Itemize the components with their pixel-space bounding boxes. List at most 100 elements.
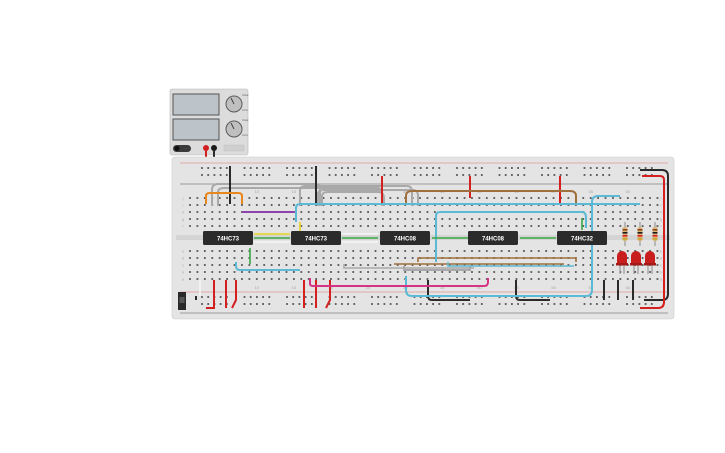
terminal-hole[interactable] <box>285 264 288 266</box>
terminal-hole[interactable] <box>255 204 258 206</box>
terminal-hole[interactable] <box>359 257 362 259</box>
top-rail-hole[interactable] <box>565 174 568 176</box>
bottom-rail-hole[interactable] <box>304 303 307 305</box>
terminal-hole[interactable] <box>545 250 548 252</box>
terminal-hole[interactable] <box>634 197 637 199</box>
terminal-hole[interactable] <box>352 225 355 227</box>
terminal-hole[interactable] <box>515 264 518 266</box>
top-rail-hole[interactable] <box>334 167 337 169</box>
bottom-rail-hole[interactable] <box>395 296 398 298</box>
terminal-hole[interactable] <box>419 278 421 280</box>
terminal-hole[interactable] <box>500 225 503 227</box>
top-rail-hole[interactable] <box>310 174 313 176</box>
terminal-hole[interactable] <box>641 278 644 280</box>
top-rail-hole[interactable] <box>341 174 343 176</box>
terminal-hole[interactable] <box>189 197 191 199</box>
terminal-hole[interactable] <box>589 197 592 199</box>
terminal-hole[interactable] <box>396 218 399 220</box>
terminal-hole[interactable] <box>337 218 340 220</box>
terminal-hole[interactable] <box>189 250 191 252</box>
terminal-hole[interactable] <box>337 211 340 213</box>
terminal-hole[interactable] <box>589 211 592 213</box>
terminal-hole[interactable] <box>448 197 451 199</box>
bottom-rail-hole[interactable] <box>243 303 246 305</box>
terminal-hole[interactable] <box>574 264 577 266</box>
terminal-hole[interactable] <box>285 271 288 273</box>
terminal-hole[interactable] <box>500 250 503 252</box>
terminal-hole[interactable] <box>367 218 369 220</box>
terminal-hole[interactable] <box>500 197 503 199</box>
red-wire[interactable] <box>640 175 665 309</box>
terminal-hole[interactable] <box>263 197 266 199</box>
top-rail-hole[interactable] <box>638 167 641 169</box>
terminal-hole[interactable] <box>626 218 629 220</box>
terminal-hole[interactable] <box>270 225 273 227</box>
bottom-rail-hole[interactable] <box>256 303 258 305</box>
terminal-hole[interactable] <box>203 218 206 220</box>
terminal-hole[interactable] <box>374 250 377 252</box>
terminal-hole[interactable] <box>448 271 451 273</box>
terminal-hole[interactable] <box>278 257 280 259</box>
terminal-hole[interactable] <box>300 271 303 273</box>
terminal-hole[interactable] <box>315 264 318 266</box>
top-rail-hole[interactable] <box>213 174 216 176</box>
terminal-hole[interactable] <box>285 204 288 206</box>
terminal-hole[interactable] <box>337 197 340 199</box>
terminal-hole[interactable] <box>471 271 473 273</box>
terminal-hole[interactable] <box>359 225 362 227</box>
terminal-hole[interactable] <box>359 211 362 213</box>
bottom-rail-hole[interactable] <box>207 303 210 305</box>
terminal-hole[interactable] <box>337 264 340 266</box>
terminal-hole[interactable] <box>292 278 295 280</box>
bottom-rail-hole[interactable] <box>468 303 471 305</box>
top-rail-hole[interactable] <box>371 174 373 176</box>
terminal-hole[interactable] <box>463 197 466 199</box>
terminal-hole[interactable] <box>374 211 377 213</box>
terminal-hole[interactable] <box>300 197 303 199</box>
terminal-hole[interactable] <box>530 264 533 266</box>
top-rail-hole[interactable] <box>249 174 252 176</box>
terminal-hole[interactable] <box>649 204 651 206</box>
terminal-hole[interactable] <box>508 218 510 220</box>
terminal-hole[interactable] <box>463 271 466 273</box>
terminal-hole[interactable] <box>597 257 599 259</box>
bottom-rail-hole[interactable] <box>334 296 337 298</box>
terminal-hole[interactable] <box>604 250 607 252</box>
bottom-rail-hole[interactable] <box>626 296 628 298</box>
terminal-hole[interactable] <box>426 271 429 273</box>
terminal-hole[interactable] <box>530 271 533 273</box>
terminal-hole[interactable] <box>589 218 592 220</box>
top-rail-hole[interactable] <box>207 174 210 176</box>
terminal-hole[interactable] <box>649 271 651 273</box>
terminal-hole[interactable] <box>233 218 236 220</box>
terminal-hole[interactable] <box>404 211 407 213</box>
terminal-hole[interactable] <box>589 257 592 259</box>
terminal-hole[interactable] <box>367 257 369 259</box>
led-body[interactable] <box>631 251 641 264</box>
terminal-hole[interactable] <box>441 218 444 220</box>
terminal-hole[interactable] <box>552 264 555 266</box>
terminal-hole[interactable] <box>255 271 258 273</box>
terminal-hole[interactable] <box>426 225 429 227</box>
terminal-hole[interactable] <box>574 278 577 280</box>
terminal-hole[interactable] <box>285 225 288 227</box>
bottom-rail-hole[interactable] <box>243 296 246 298</box>
terminal-hole[interactable] <box>322 257 325 259</box>
top-rail-hole[interactable] <box>432 167 434 169</box>
top-rail-hole[interactable] <box>219 167 222 169</box>
terminal-hole[interactable] <box>419 225 421 227</box>
top-rail-hole[interactable] <box>480 167 483 169</box>
terminal-hole[interactable] <box>396 278 399 280</box>
bottom-rail-hole[interactable] <box>268 296 271 298</box>
terminal-hole[interactable] <box>285 257 288 259</box>
top-rail-hole[interactable] <box>650 167 653 169</box>
terminal-hole[interactable] <box>656 204 659 206</box>
terminal-hole[interactable] <box>367 250 369 252</box>
terminal-hole[interactable] <box>241 278 243 280</box>
terminal-hole[interactable] <box>196 250 199 252</box>
top-rail-hole[interactable] <box>395 167 398 169</box>
top-rail-hole[interactable] <box>413 167 416 169</box>
terminal-hole[interactable] <box>523 264 525 266</box>
top-rail-hole[interactable] <box>262 174 264 176</box>
bottom-rail-hole[interactable] <box>553 303 556 305</box>
